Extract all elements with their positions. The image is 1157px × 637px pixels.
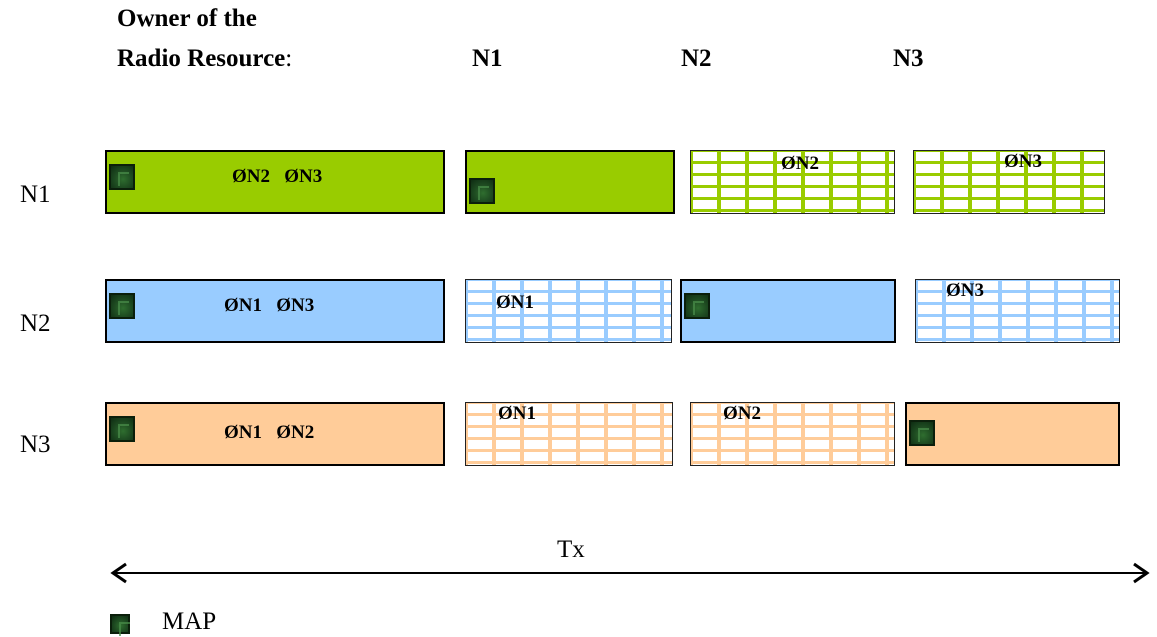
block-row1-slot2: [465, 150, 675, 214]
block-row1-slot4: ØN3: [913, 150, 1105, 214]
map-icon: [109, 416, 135, 442]
row-label-n3: N3: [20, 431, 51, 458]
block-row3-slot4: [905, 402, 1120, 466]
block-row3-slot1-label: ØN1 ØN2: [224, 422, 315, 443]
tx-arrow-right-head: [1133, 562, 1150, 584]
block-row1-slot1: ØN2 ØN3: [105, 150, 445, 214]
tx-label: Tx: [557, 536, 585, 563]
block-row2-slot4: ØN3: [915, 279, 1120, 343]
map-icon: [109, 164, 135, 190]
block-row2-slot1: ØN1 ØN3: [105, 279, 445, 343]
block-row1-slot3: ØN2: [690, 150, 895, 214]
block-row2-slot2-label: ØN1: [496, 292, 534, 313]
block-row2-slot1-label: ØN1 ØN3: [224, 295, 315, 316]
block-row2-slot3: [680, 279, 896, 343]
map-icon: [909, 420, 935, 446]
column-header-n3: N3: [893, 45, 924, 72]
block-row3-slot3-label: ØN2: [723, 403, 761, 424]
tx-arrow: [110, 562, 1150, 584]
column-header-n1: N1: [472, 45, 503, 72]
block-row1-slot1-label: ØN2 ØN3: [232, 166, 323, 187]
map-icon: [469, 178, 495, 204]
map-icon: [109, 293, 135, 319]
owner-title-line2: Radio Resource:: [117, 45, 293, 72]
tx-arrow-left-head: [110, 562, 127, 584]
map-icon: [684, 293, 710, 319]
row-label-n1: N1: [20, 181, 51, 208]
block-row3-slot1: ØN1 ØN2: [105, 402, 445, 466]
block-row3-slot2: ØN1: [465, 402, 673, 466]
block-row2-slot2: ØN1: [465, 279, 672, 343]
owner-title-line1: Owner of the: [117, 5, 257, 32]
legend-map-label: MAP: [162, 608, 217, 635]
block-row1-slot4-label: ØN3: [1004, 151, 1042, 172]
map-icon: [110, 614, 130, 636]
block-row3-slot2-label: ØN1: [498, 403, 536, 424]
block-row1-slot3-label: ØN2: [781, 153, 819, 174]
column-header-n2: N2: [681, 45, 712, 72]
block-row2-slot4-label: ØN3: [946, 280, 984, 301]
block-row3-slot3: ØN2: [690, 402, 895, 466]
row-label-n2: N2: [20, 310, 51, 337]
